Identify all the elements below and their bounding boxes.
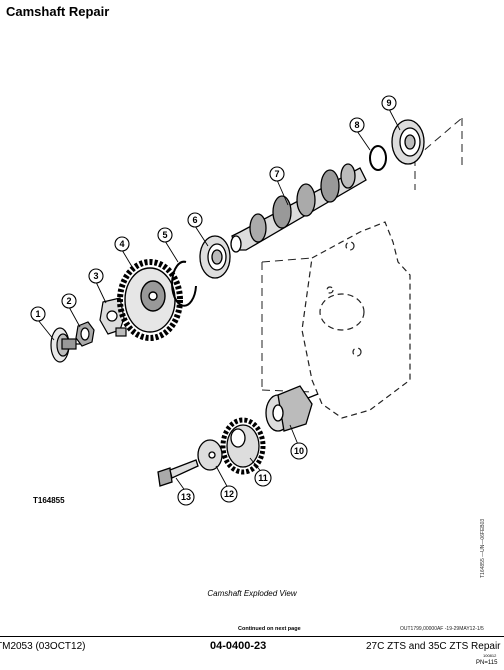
continued-note: Continued on next page [238, 626, 301, 632]
callout-label: 4 [119, 239, 124, 249]
reference-code: OUT1799,00000AF -19-29MAY12-1/5 [400, 626, 484, 632]
part-6-bearing [199, 235, 231, 279]
page-number: 04-0400-23 [210, 640, 267, 652]
part-11-gear [220, 417, 266, 475]
part-9-bearing [391, 119, 425, 165]
part-5-snap-ring [171, 260, 197, 307]
page-title: Camshaft Repair [6, 4, 110, 19]
callout-1 [30, 306, 46, 322]
small-code: 100812 [483, 653, 497, 658]
part-10-governor-housing [265, 385, 319, 432]
callout-2 [61, 293, 77, 309]
callout-label: 11 [258, 473, 268, 483]
callout-label: 5 [162, 230, 167, 240]
assembly-guide-lines [261, 117, 463, 393]
callout-11 [254, 469, 272, 487]
callout-numbers: 1 2 3 4 5 6 7 8 9 10 11 12 13 [35, 98, 391, 502]
manual-title: 27C ZTS and 35C ZTS Repair [366, 641, 501, 652]
part-2-nut [75, 321, 95, 347]
callout-label: 2 [66, 296, 71, 306]
figure-caption: Camshaft Exploded View [207, 589, 297, 598]
callout-circles [30, 95, 397, 506]
callout-6 [187, 212, 203, 228]
engine-housing [301, 221, 411, 419]
callout-label: 13 [181, 492, 191, 502]
callout-leaders [37, 108, 401, 493]
callout-3 [88, 268, 104, 284]
callout-8 [349, 117, 365, 133]
callout-4 [114, 236, 130, 252]
callout-label: 12 [224, 489, 234, 499]
figure-side-code: T164855 —UN—06FEB03 [480, 518, 486, 578]
part-4-camshaft-gear [117, 259, 183, 341]
callout-label: 7 [274, 169, 279, 179]
callout-label: 6 [192, 215, 197, 225]
pn-label: PN=115 [476, 660, 498, 666]
callout-label: 9 [386, 98, 391, 108]
part-7-camshaft [230, 163, 367, 253]
callout-12 [220, 485, 238, 503]
callout-10 [290, 442, 308, 460]
callout-label: 1 [35, 309, 40, 319]
part-13-cap-screw [157, 459, 199, 487]
callout-7 [269, 166, 285, 182]
callout-label: 10 [294, 446, 304, 456]
figure-id: T164855 [33, 496, 65, 505]
manual-code: TM2053 (03OCT12) [0, 641, 86, 652]
callout-13 [177, 488, 195, 506]
part-8-ring [369, 145, 387, 171]
footer-divider [0, 636, 504, 637]
callout-label: 3 [93, 271, 98, 281]
part-12-washer [197, 439, 223, 471]
callout-9 [381, 95, 397, 111]
callout-label: 8 [354, 120, 359, 130]
callout-5 [157, 227, 173, 243]
